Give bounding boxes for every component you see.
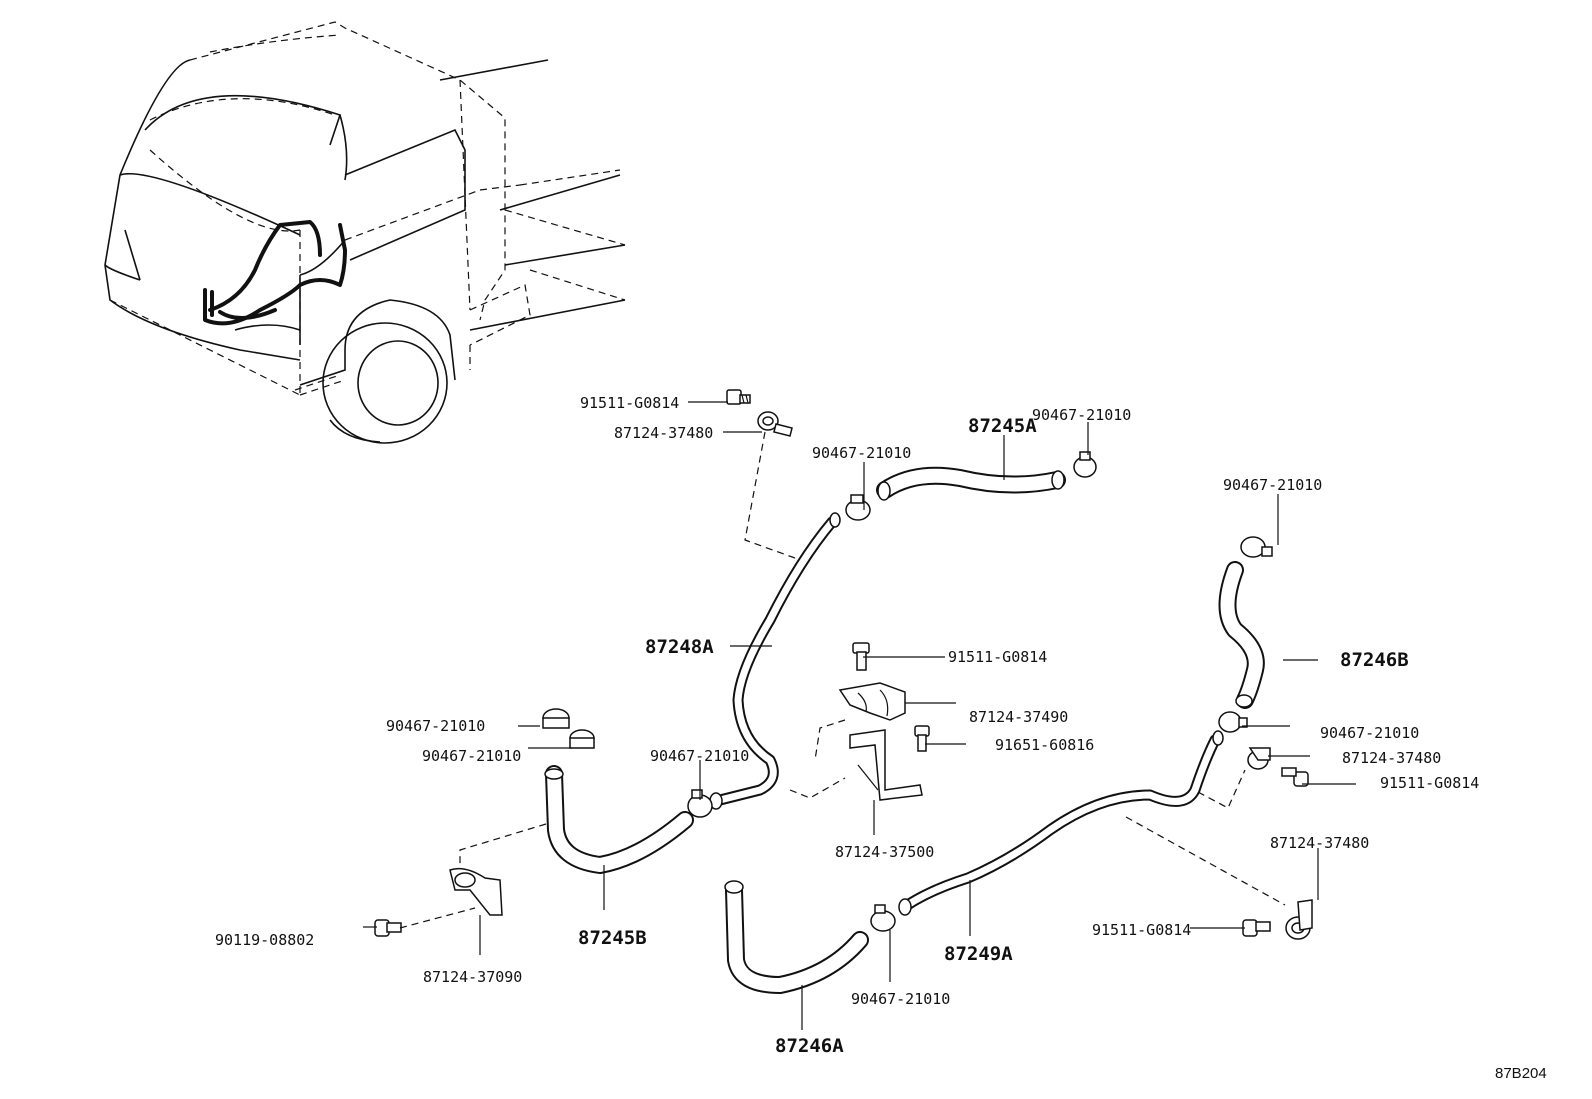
label-90467-21010-e: 90467-21010 bbox=[422, 747, 521, 765]
leader-lines bbox=[363, 401, 1356, 1030]
label-87246B: 87246B bbox=[1340, 649, 1409, 671]
label-90119-08802: 90119-08802 bbox=[215, 931, 314, 949]
clamp-90467-top-left bbox=[845, 494, 871, 521]
pipe-87248A bbox=[709, 512, 841, 810]
label-87246A: 87246A bbox=[775, 1035, 844, 1057]
bolt-91511-right bbox=[1281, 767, 1309, 787]
label-87245B: 87245B bbox=[578, 927, 647, 949]
label-87248A: 87248A bbox=[645, 636, 714, 658]
label-91651-60816: 91651-60816 bbox=[995, 736, 1094, 754]
hose-87245A bbox=[876, 466, 1066, 501]
clip-87124-37090 bbox=[449, 867, 503, 916]
clamp-87124-37490 bbox=[838, 682, 906, 721]
bracket-87124-37500 bbox=[849, 729, 923, 801]
label-91511-G0814-mid: 91511-G0814 bbox=[948, 648, 1047, 666]
clamp-90467-left-a bbox=[542, 708, 570, 729]
label-87124-37480-lower: 87124-37480 bbox=[1270, 834, 1369, 852]
bolt-91511-bottom bbox=[1242, 919, 1271, 937]
label-87124-37480-right: 87124-37480 bbox=[1342, 749, 1441, 767]
clamp-87124-37480-top bbox=[757, 411, 793, 437]
pipe-87249A bbox=[898, 730, 1224, 916]
hose-87246A bbox=[724, 880, 869, 994]
bolt-90119-08802 bbox=[374, 919, 402, 937]
label-87124-37480-top: 87124-37480 bbox=[614, 424, 713, 442]
label-90467-21010-f: 90467-21010 bbox=[650, 747, 749, 765]
clamp-87124-37480-bottom bbox=[1285, 899, 1313, 940]
label-90467-21010-g: 90467-21010 bbox=[1320, 724, 1419, 742]
clamp-90467-right-mid bbox=[1218, 711, 1248, 733]
clamp-87124-37480-right bbox=[1247, 747, 1271, 770]
label-91511-G0814-top: 91511-G0814 bbox=[580, 394, 679, 412]
bolt-91651-60816 bbox=[914, 725, 930, 752]
hose-87246B bbox=[1218, 561, 1265, 709]
clamp-90467-bottom bbox=[870, 904, 896, 932]
label-87124-37090: 87124-37090 bbox=[423, 968, 522, 986]
clamp-90467-top-right bbox=[1073, 451, 1097, 478]
label-91511-G0814-bottom: 91511-G0814 bbox=[1092, 921, 1191, 939]
diagram-code: 87B204 bbox=[1495, 1065, 1547, 1082]
part-labels: 91511-G0814 87124-37480 90467-21010 8724… bbox=[215, 394, 1479, 1057]
label-90467-21010-b: 90467-21010 bbox=[1032, 406, 1131, 424]
label-90467-21010-d: 90467-21010 bbox=[386, 717, 485, 735]
bolt-91511-top bbox=[726, 389, 751, 405]
bolt-91511-mid bbox=[852, 642, 870, 671]
label-87124-37500: 87124-37500 bbox=[835, 843, 934, 861]
hose-87245B bbox=[544, 765, 694, 874]
label-90467-21010-c: 90467-21010 bbox=[1223, 476, 1322, 494]
clamp-90467-upper-right bbox=[1240, 536, 1273, 558]
label-87249A: 87249A bbox=[944, 943, 1013, 965]
clamp-90467-left-b bbox=[569, 729, 595, 749]
label-87245A: 87245A bbox=[968, 415, 1037, 437]
label-90467-21010-a: 90467-21010 bbox=[812, 444, 911, 462]
truck-illustration bbox=[104, 21, 626, 444]
label-87124-37490: 87124-37490 bbox=[969, 708, 1068, 726]
label-90467-21010-h: 90467-21010 bbox=[851, 990, 950, 1008]
label-91511-G0814-right: 91511-G0814 bbox=[1380, 774, 1479, 792]
